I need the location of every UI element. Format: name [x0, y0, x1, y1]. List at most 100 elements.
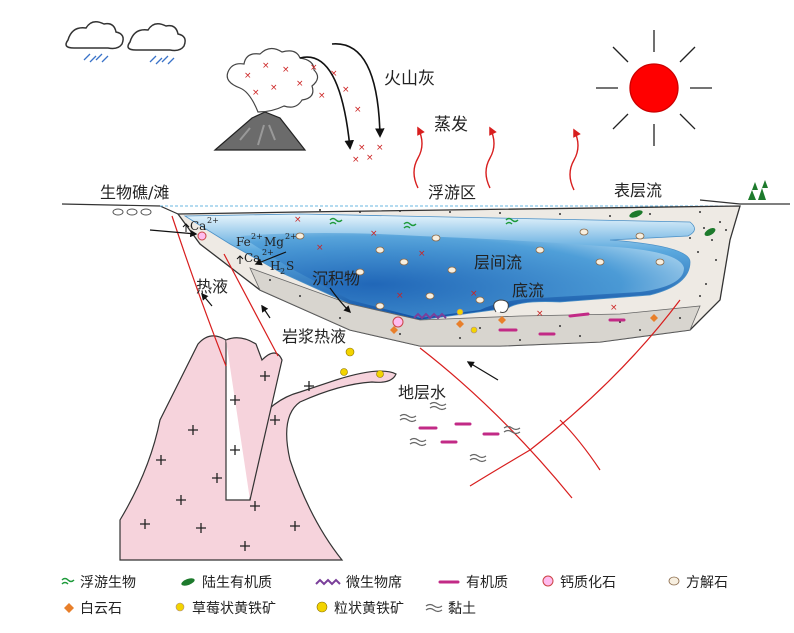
sediment-label: 沉积物	[312, 269, 360, 288]
ash-arrow-1	[299, 56, 355, 150]
sediment-arrow	[329, 287, 352, 314]
evaporation-label: 蒸发	[434, 115, 468, 135]
bottom-flow-label: 底流	[512, 281, 544, 300]
svg-text:×: ×	[366, 153, 374, 163]
clay-icon	[425, 603, 443, 613]
volcanic-ash-label: 火山灰	[384, 69, 435, 89]
legend-item-organic-matter: 有机质	[438, 575, 508, 591]
ash-particles: × × × × × × × ×	[294, 215, 618, 319]
surface-flow-label: 表层流	[614, 181, 662, 200]
svg-text:2+: 2+	[251, 232, 263, 241]
plankton-icon	[61, 577, 75, 585]
svg-text:×: ×	[536, 309, 544, 319]
framboidal-pyrite-icons	[456, 308, 478, 334]
svg-text:钙质化石: 钙质化石	[560, 575, 616, 591]
leaf-icon	[181, 578, 195, 586]
svg-text:×: ×	[354, 105, 362, 115]
svg-text:×: ×	[610, 303, 618, 313]
reef-fossils	[112, 208, 152, 216]
rain-cloud-icon	[65, 21, 186, 65]
svg-text:×: ×	[282, 65, 290, 75]
svg-text:方解石: 方解石	[686, 575, 728, 591]
svg-text:有机质: 有机质	[466, 575, 508, 591]
svg-text:×: ×	[252, 88, 260, 98]
svg-text:×: ×	[370, 229, 378, 239]
basin	[61, 199, 790, 347]
svg-text:黏土: 黏土	[448, 601, 476, 617]
svg-text:×: ×	[270, 83, 278, 93]
svg-text:×: ×	[296, 79, 304, 89]
calcareous-fossil-icon	[392, 316, 404, 328]
svg-text:×: ×	[352, 155, 360, 165]
svg-text:×: ×	[396, 291, 404, 301]
formation-water-label: 地层水	[398, 383, 446, 402]
granular-pyrite-icons	[340, 347, 384, 378]
magmatic-hydrothermal-label: 岩浆热液	[282, 327, 346, 346]
microbial-mat-icon	[315, 578, 341, 586]
plankton-icons	[329, 217, 519, 229]
hydrogen-sulfide: H 2 S	[270, 259, 294, 276]
fault-lines	[171, 215, 681, 499]
organic-matter-icons-2	[418, 422, 500, 444]
legend-item-plankton: 浮游生物	[61, 575, 136, 591]
svg-text:×: ×	[262, 61, 270, 71]
evaporation-arrows	[413, 126, 581, 191]
plankton-zone-label: 浮游区	[428, 183, 476, 202]
legend-item-terrestrial-organic: 陆生有机质	[181, 575, 272, 591]
svg-text:×: ×	[418, 249, 426, 259]
svg-text:2+: 2+	[207, 216, 219, 225]
hydrothermal-label: 热液	[196, 277, 228, 296]
svg-text:S: S	[286, 259, 294, 273]
microbial-mat-icon	[413, 312, 447, 320]
legend-item-dolomite: 白云石	[64, 601, 122, 617]
tree-icon	[748, 180, 768, 200]
svg-text:×: ×	[316, 243, 324, 253]
calcite-icons	[295, 228, 665, 310]
framboidal-pyrite-icon	[175, 602, 185, 612]
granite-crosses	[140, 371, 314, 551]
svg-text:Fe: Fe	[236, 235, 251, 249]
svg-text:2+: 2+	[285, 232, 297, 241]
svg-text:Ca: Ca	[190, 219, 206, 233]
svg-text:×: ×	[310, 63, 318, 73]
legend: 浮游生物 陆生有机质 微生物席 有机质 钙质化石 方解石 白云石 草	[61, 575, 728, 617]
reef-shoal-label: 生物礁/滩	[100, 183, 169, 202]
svg-text:×: ×	[376, 143, 384, 153]
legend-item-clay: 黏土	[425, 601, 476, 617]
svg-text:×: ×	[244, 71, 252, 81]
calcareous-fossil-icon	[542, 575, 554, 587]
svg-text:2: 2	[280, 267, 285, 276]
fluid-arrows	[149, 229, 499, 381]
svg-text:Mg: Mg	[264, 235, 284, 249]
svg-text:×: ×	[294, 215, 302, 225]
svg-text:×: ×	[318, 91, 326, 101]
dolomite-icon	[64, 603, 74, 613]
organic-matter-icons	[498, 312, 626, 336]
dolomite-icons	[390, 314, 658, 334]
interlayer-flow-label: 层间流	[474, 253, 522, 272]
terrestrial-organic-icons	[629, 210, 716, 236]
sun-icon	[596, 30, 712, 146]
calcium-ion: Ca 2+	[190, 216, 219, 233]
bottom-flow-swirl-icon	[493, 299, 509, 313]
svg-text:粒状黄铁矿: 粒状黄铁矿	[334, 600, 404, 617]
ash-arrow-2	[331, 43, 385, 138]
legend-item-microbial-mat: 微生物席	[315, 575, 402, 591]
svg-text:草莓状黄铁矿: 草莓状黄铁矿	[192, 600, 276, 617]
iron-magnesium-ions: Fe 2+ Mg 2+	[236, 232, 297, 249]
svg-text:×: ×	[470, 289, 478, 299]
legend-item-calcite: 方解石	[668, 575, 728, 591]
legend-item-framboidal-pyrite: 草莓状黄铁矿	[175, 600, 276, 617]
legend-item-calcareous-fossil: 钙质化石	[542, 575, 616, 591]
svg-text:×: ×	[358, 143, 366, 153]
volcano-icon: ××× ××× ××× ××× ×××	[213, 47, 384, 165]
svg-text:白云石: 白云石	[80, 601, 122, 617]
svg-text:×: ×	[342, 85, 350, 95]
svg-text:×: ×	[330, 69, 338, 79]
legend-item-granular-pyrite: 粒状黄铁矿	[316, 600, 404, 617]
granular-pyrite-icon	[316, 601, 328, 613]
svg-text:H: H	[270, 259, 280, 273]
calcareous-fossil-icon	[197, 231, 207, 241]
svg-text:2+: 2+	[262, 248, 274, 257]
